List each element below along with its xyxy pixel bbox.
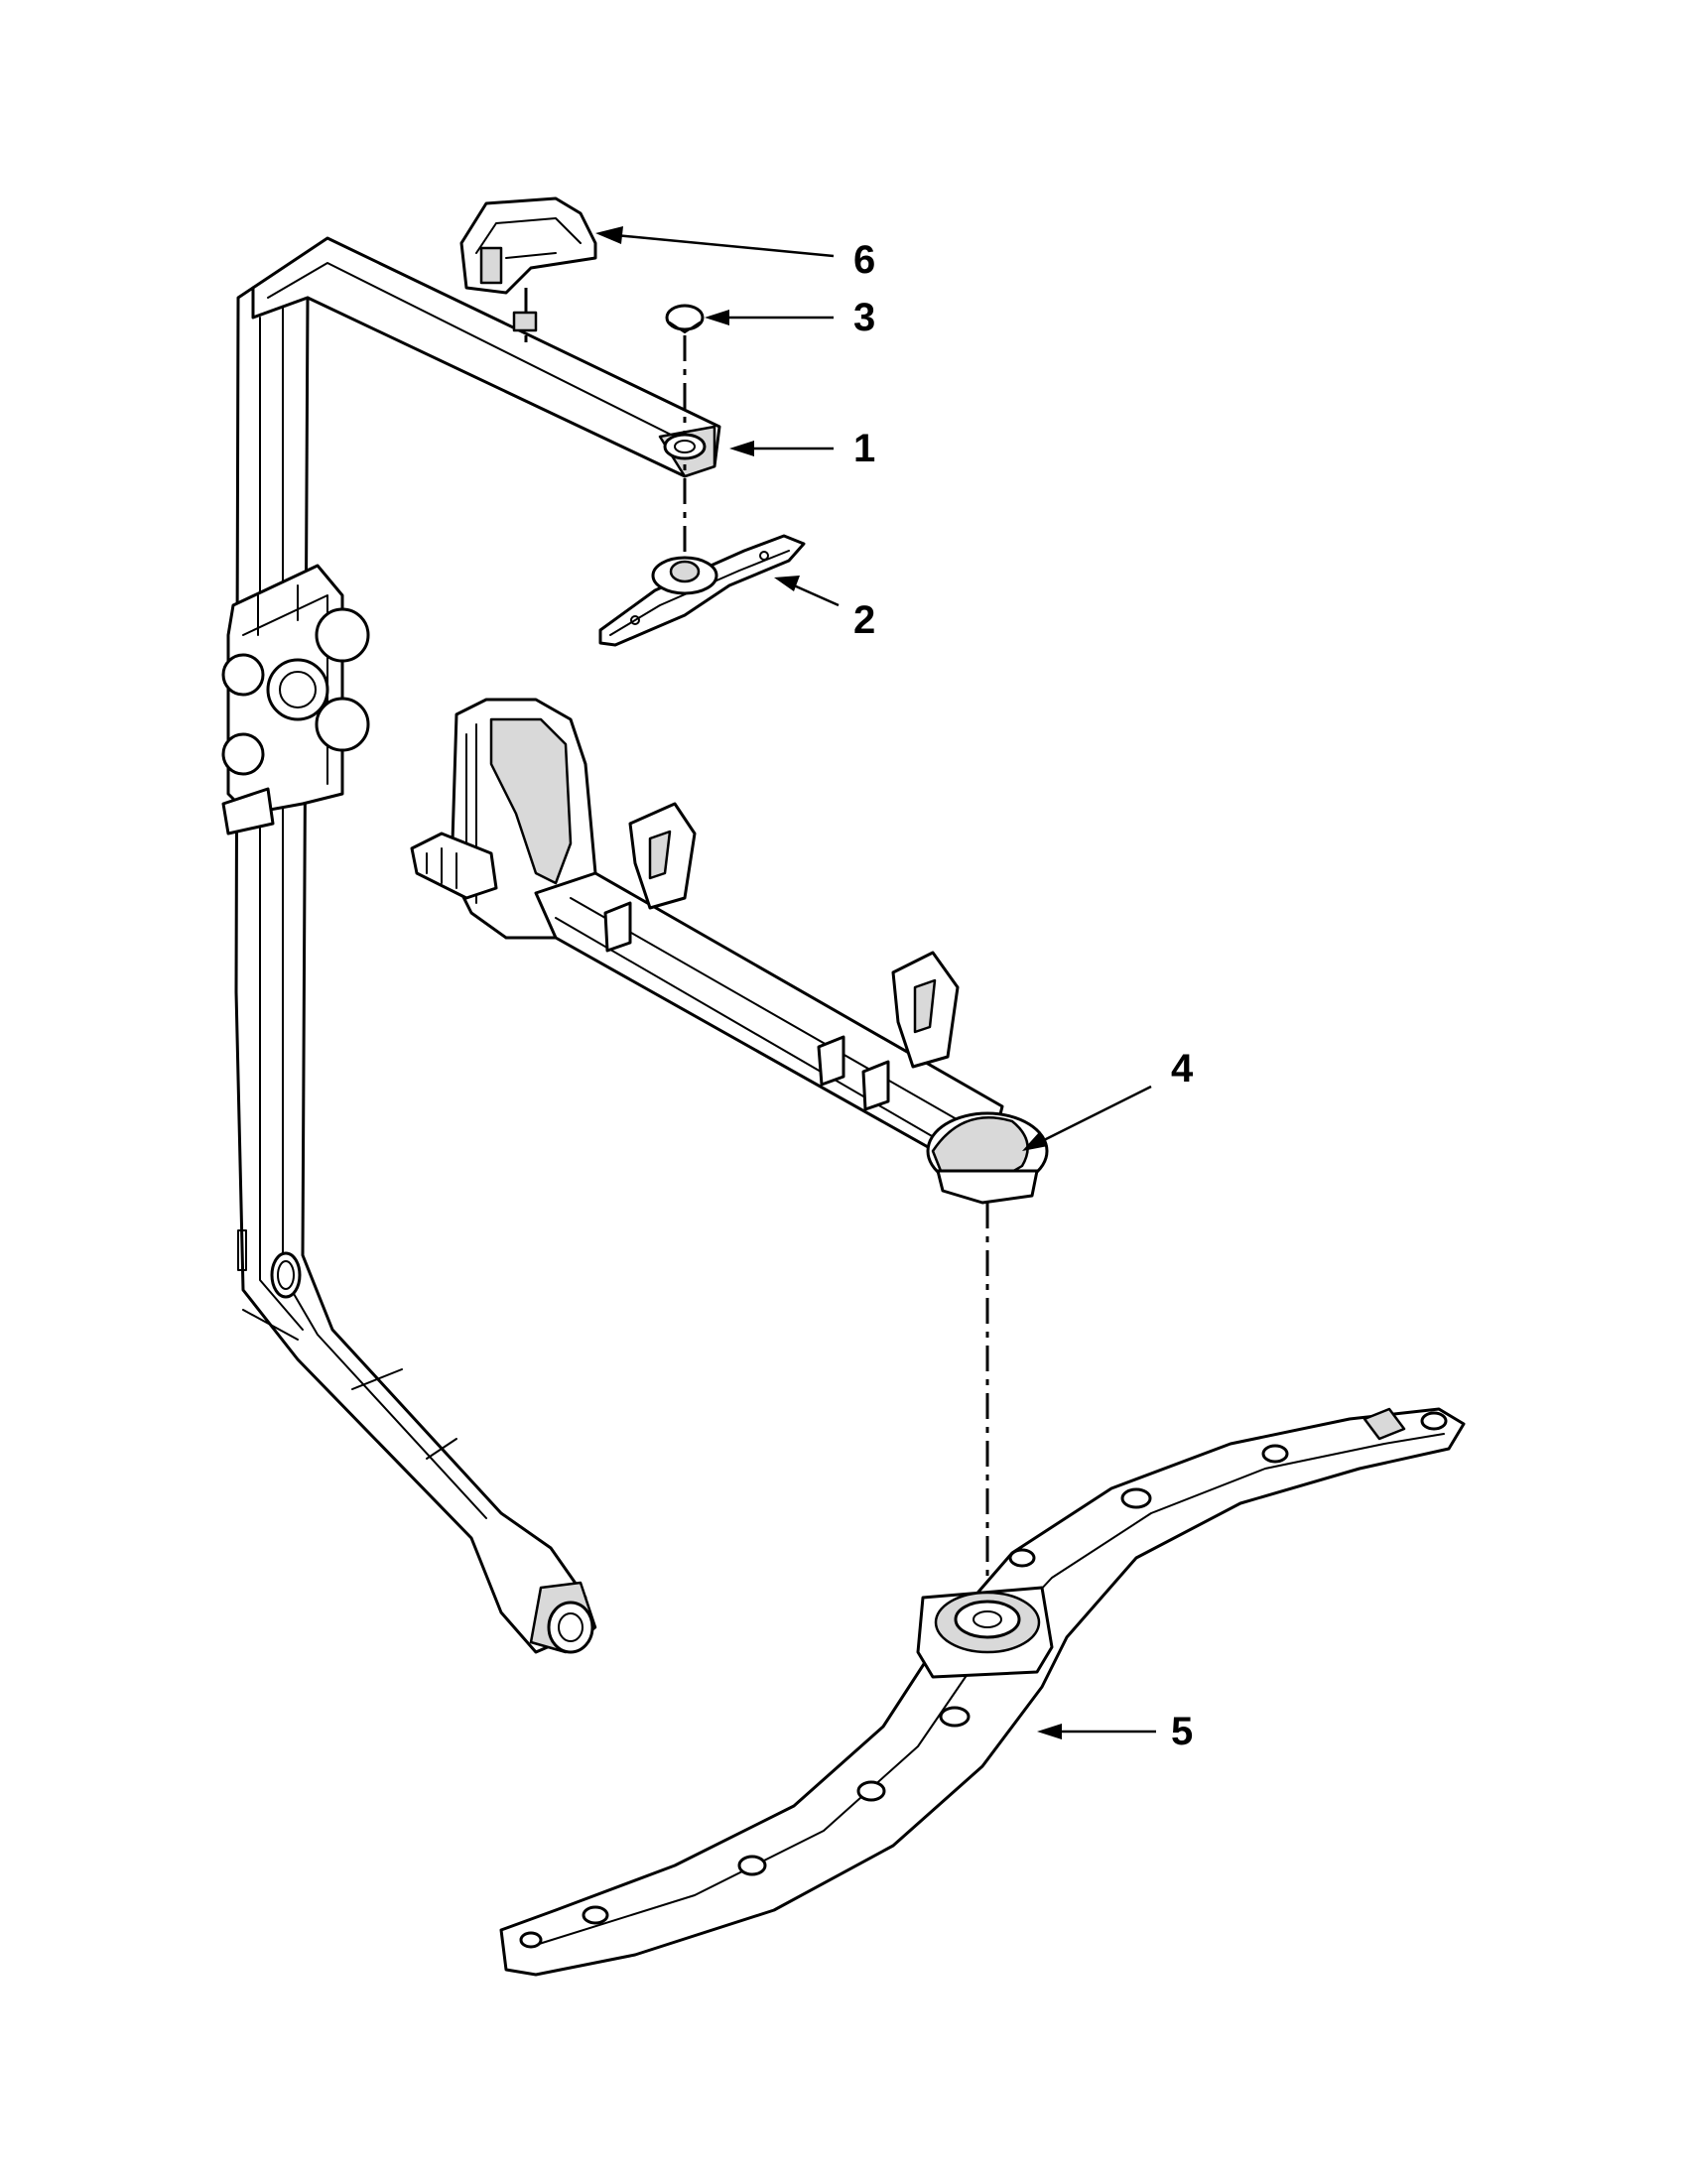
callout-5: 5 bbox=[1171, 1710, 1193, 1753]
part-6-clip bbox=[459, 196, 597, 295]
callout-1: 1 bbox=[853, 427, 875, 470]
clip-slot bbox=[512, 311, 538, 332]
leader-5 bbox=[1037, 1724, 1156, 1739]
supply-tube bbox=[221, 236, 721, 1654]
callout-6: 6 bbox=[853, 238, 875, 282]
part-2-spray-arm bbox=[598, 534, 806, 647]
part-3-cap bbox=[665, 304, 705, 333]
leader-4 bbox=[1022, 1085, 1152, 1151]
leader-3 bbox=[705, 310, 834, 325]
callout-3: 3 bbox=[853, 296, 875, 339]
part-1-mount bbox=[663, 433, 707, 460]
leader-1 bbox=[729, 441, 834, 456]
callout-2: 2 bbox=[853, 598, 875, 642]
leader-2 bbox=[774, 576, 840, 607]
part-4-manifold bbox=[410, 698, 1049, 1205]
part-5-spray-arm bbox=[499, 1407, 1466, 1977]
leader-6 bbox=[595, 226, 835, 258]
callout-4: 4 bbox=[1171, 1047, 1194, 1091]
